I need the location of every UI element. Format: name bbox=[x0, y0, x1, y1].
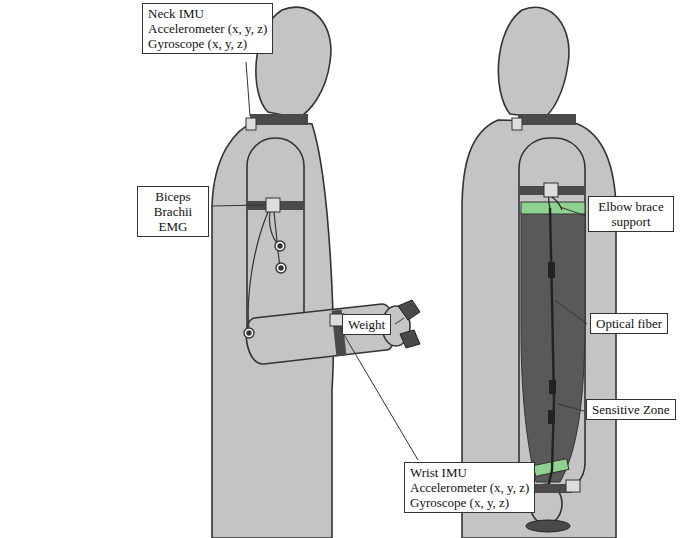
label-box: Elbow brace support bbox=[588, 196, 674, 232]
emg-sensor bbox=[544, 183, 558, 197]
sensitive-zones bbox=[548, 262, 556, 424]
label-text: Sensitive Zone bbox=[592, 402, 670, 417]
label-box: Sensitive Zone bbox=[586, 399, 676, 420]
label-text: Weight bbox=[348, 317, 385, 332]
emg-wires bbox=[248, 212, 280, 330]
label-box: Weight bbox=[342, 314, 391, 335]
label-text: Gyroscope (x, y, z) bbox=[148, 36, 267, 51]
forearm bbox=[246, 304, 394, 364]
label-box: Neck IMUAccelerometer (x, y, z)Gyroscope… bbox=[142, 3, 273, 54]
label-box: Wrist IMUAccelerometer (x, y, z)Gyroscop… bbox=[404, 462, 535, 513]
wrist-imu bbox=[566, 480, 580, 492]
label-text: Gyroscope (x, y, z) bbox=[410, 495, 529, 510]
emg-sensor bbox=[266, 198, 280, 212]
right-figure bbox=[462, 7, 616, 538]
left-figure bbox=[212, 7, 410, 538]
label-text: Accelerometer (x, y, z) bbox=[148, 21, 267, 36]
neck-imu bbox=[512, 118, 522, 130]
electrodes bbox=[244, 241, 286, 338]
label-text: Biceps Brachii EMG bbox=[143, 189, 203, 234]
label-text: Neck IMU bbox=[148, 6, 267, 21]
label-box: Biceps Brachii EMG bbox=[137, 186, 209, 237]
neck-band bbox=[518, 114, 576, 125]
neck-imu bbox=[246, 118, 256, 130]
weight-shape bbox=[398, 300, 420, 348]
label-text: Accelerometer (x, y, z) bbox=[410, 480, 529, 495]
label-text: Optical fiber bbox=[596, 316, 662, 331]
neck-band bbox=[250, 114, 308, 125]
label-box: Optical fiber bbox=[590, 313, 668, 334]
head bbox=[498, 7, 569, 118]
leader-lines bbox=[212, 62, 587, 460]
label-text: Elbow brace support bbox=[594, 199, 668, 229]
label-text: Wrist IMU bbox=[410, 465, 529, 480]
optical-fiber bbox=[548, 208, 554, 488]
weight-shape bbox=[526, 520, 570, 532]
